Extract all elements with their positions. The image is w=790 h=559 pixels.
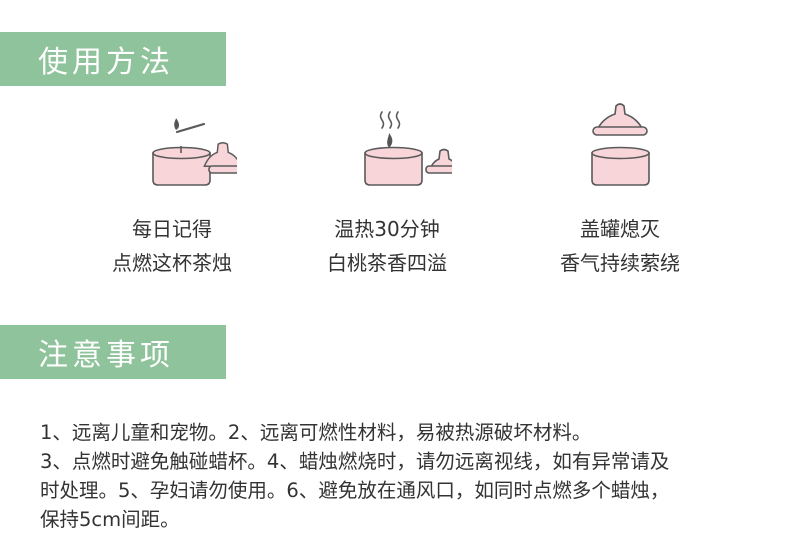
usage-step-2: 温热30分钟 白桃茶香四溢 xyxy=(287,100,487,280)
notes-line-4: 保持5cm间距。 xyxy=(40,508,180,531)
usage-section-header: 使用方法 xyxy=(0,32,226,86)
step-2-line-2: 白桃茶香四溢 xyxy=(327,251,447,275)
candle-covered-icon xyxy=(591,103,650,186)
step-2-line-1: 温热30分钟 xyxy=(334,217,440,241)
usage-step-1: 每日记得 点燃这杯茶烛 xyxy=(72,100,272,280)
step-3-line-1: 盖罐熄灭 xyxy=(580,217,660,241)
usage-step-3: 盖罐熄灭 香气持续萦绕 xyxy=(520,100,720,280)
notes-section-title: 注意事项 xyxy=(38,338,174,373)
notes-paragraph: 1、远离儿童和宠物。2、远离可燃性材料，易被热源破坏材料。 3、点燃时避免触碰蜡… xyxy=(40,418,760,534)
notes-section-header: 注意事项 xyxy=(0,325,226,379)
candle-lighting-icon xyxy=(152,118,237,186)
notes-line-3: 时处理。5、孕妇请勿使用。6、避免放在通风口，如同时点燃多个蜡烛， xyxy=(40,479,670,502)
notes-line-2: 3、点燃时避免触碰蜡杯。4、蜡烛燃烧时，请勿远离视线，如有异常请及 xyxy=(40,450,670,473)
candle-burning-icon xyxy=(364,111,452,186)
notes-line-1: 1、远离儿童和宠物。2、远离可燃性材料，易被热源破坏材料。 xyxy=(40,421,592,444)
step-1-line-2: 点燃这杯茶烛 xyxy=(112,251,232,275)
step-1-line-1: 每日记得 xyxy=(132,217,212,241)
step-3-line-2: 香气持续萦绕 xyxy=(560,251,680,275)
usage-section-title: 使用方法 xyxy=(38,45,174,80)
